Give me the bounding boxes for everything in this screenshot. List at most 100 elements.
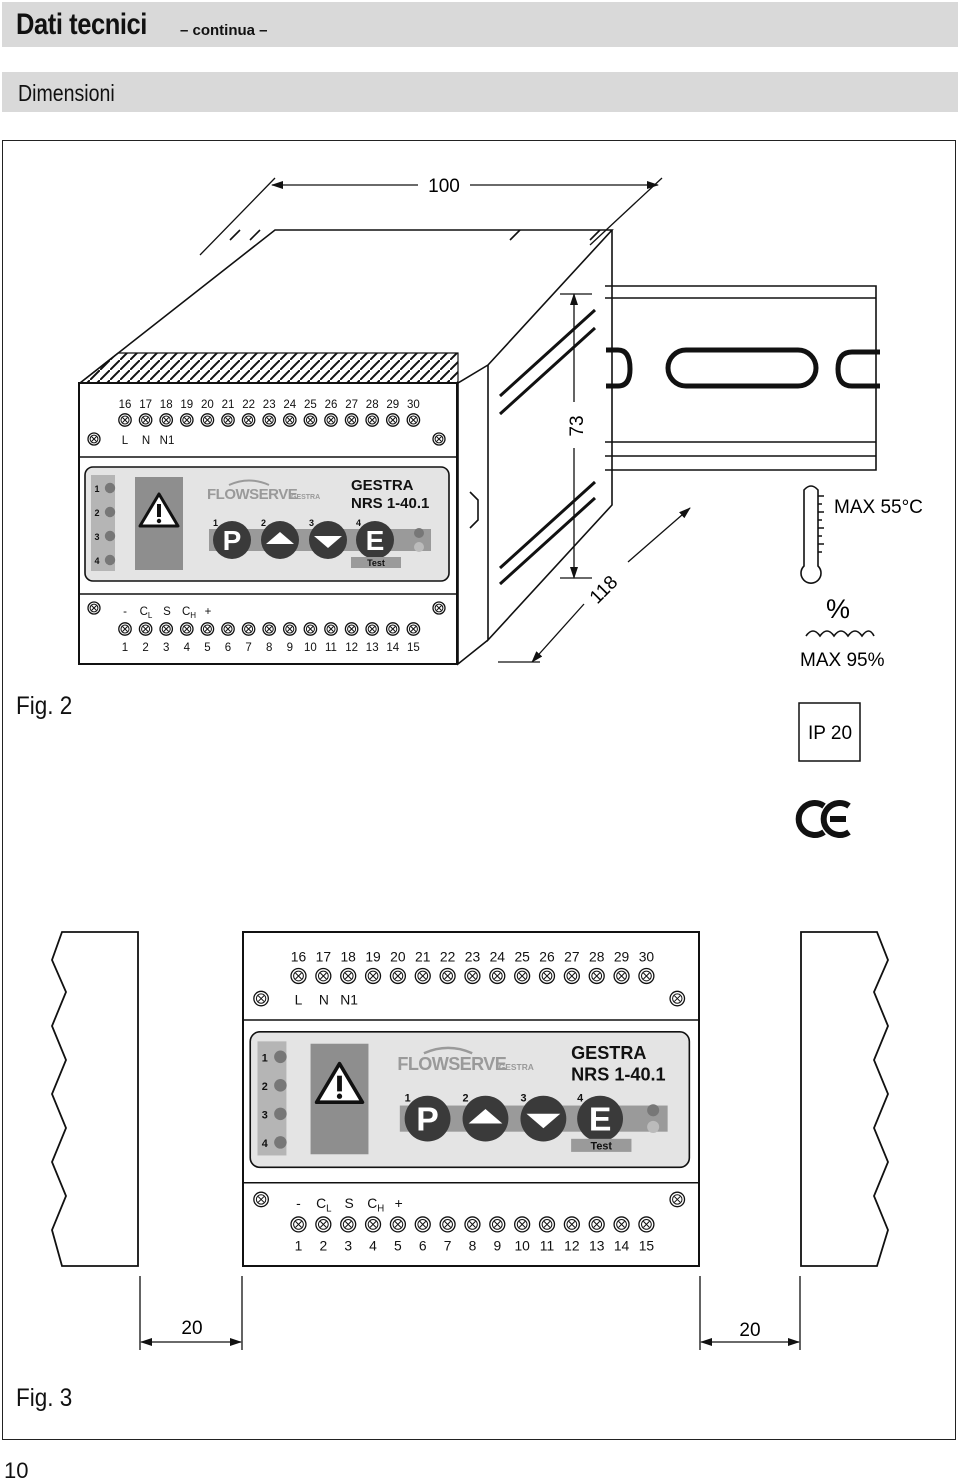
terminal-label-bottom: + [205,606,212,618]
terminal-number-top: 16 [119,399,132,411]
screw-slot [410,626,417,632]
terminal-number-bottom: 13 [589,1238,605,1254]
dim-lines-fig3 [139,1276,801,1350]
terminal-number-bottom: 5 [204,642,210,654]
screw-ring [141,415,151,425]
terminal-number-top: 26 [539,949,555,965]
terminal-number-top: 30 [407,399,420,411]
led-label: 4 [94,556,99,566]
terminal-number-bottom: 14 [386,642,399,654]
screw-ring [182,624,192,634]
section-bar: Dimensioni [2,72,958,112]
screw-ring [223,415,233,425]
indicator-led [647,1120,660,1133]
led-label: 1 [94,484,99,494]
screw-ring [467,1219,478,1230]
screw-slot [369,1221,377,1228]
screw-ring [120,624,130,634]
screw-slot [568,972,576,980]
led-indicator [104,530,116,542]
screw-ring [255,993,267,1004]
screw-slot [593,1221,601,1228]
screw-slot [307,626,314,632]
screw-ring [317,1219,329,1230]
button-1 [213,521,251,559]
arrow-up-icon [266,532,294,544]
dim-73: 73 [567,415,588,436]
screw-ring [392,1219,404,1230]
humidity-max: MAX 95% [800,650,885,671]
screw-ring [293,970,304,982]
terminal-label-top: L [122,435,129,447]
screw-slot [286,626,293,632]
brand-swoosh [228,479,270,486]
screw-slot [257,995,265,1002]
screw-slot [568,1221,576,1228]
screw-ring [182,415,192,425]
button-4 [577,1095,623,1142]
screw-ring [566,970,578,982]
dim-100: 100 [428,176,460,197]
led-label: 3 [94,532,99,542]
screw-slot [122,417,128,423]
terminal-number-bottom: 14 [614,1238,630,1254]
screw-ring [388,624,398,634]
screw-ring [244,624,254,634]
ip-rating: IP 20 [808,723,852,744]
screw-ring [417,970,429,982]
warning-mark [337,1075,342,1092]
button-number: 3 [520,1093,526,1105]
screw-slot [163,626,170,632]
test-bar [571,1138,632,1152]
terminal-number-top: 23 [263,399,276,411]
terminal-number-top: 25 [514,949,530,965]
screw-slot [674,995,681,1002]
button-number: 4 [356,518,361,528]
screw-slot [204,417,211,423]
screw-ring [255,1194,267,1205]
terminal-label-bottom: S [345,1195,354,1211]
screw-ring [641,1219,652,1230]
screw-ring [202,415,212,425]
screw-slot [389,626,396,632]
screw-slot [319,972,327,980]
terminal-label-top: N1 [160,435,175,447]
screw-slot [369,417,376,423]
screw-ring [388,415,398,425]
screw-slot [410,417,417,423]
button-number: 3 [309,518,314,528]
screw-ring [285,415,295,425]
terminal-label-bottom: - [123,606,127,618]
terminal-label-top: L [295,992,303,1008]
screw-ring [305,624,315,634]
screw-ring [342,970,354,982]
terminal-number-bottom: 9 [287,642,293,654]
terminal-number-top: 26 [325,399,338,411]
terminal-number-top: 21 [222,399,235,411]
terminal-label-top: N1 [340,992,358,1008]
button-number: 2 [463,1093,469,1105]
terminal-number-bottom: 6 [419,1238,427,1254]
screw-ring [326,624,336,634]
terminal-number-top: 29 [614,949,630,965]
fig3-label: Fig. 3 [16,1384,73,1412]
terminal-number-top: 28 [366,399,379,411]
wave-icon [805,630,875,638]
screw-slot [245,417,252,423]
led-indicator [274,1050,287,1064]
terminal-number-bottom: 11 [325,642,337,654]
terminal-number-top: 28 [589,949,605,965]
led-indicator [104,482,116,494]
terminal-number-bottom: 8 [266,642,272,654]
screw-slot [266,417,273,423]
screw-slot [444,1221,451,1228]
arrow-down-icon [314,536,342,548]
terminal-number-bottom: 3 [163,642,169,654]
screw-slot [122,626,128,632]
screw-ring [434,434,444,444]
screw-slot [444,972,451,980]
screw-slot [183,626,190,632]
terminal-number-top: 18 [340,949,356,965]
screw-ring [467,970,478,982]
led-indicator [274,1136,287,1149]
